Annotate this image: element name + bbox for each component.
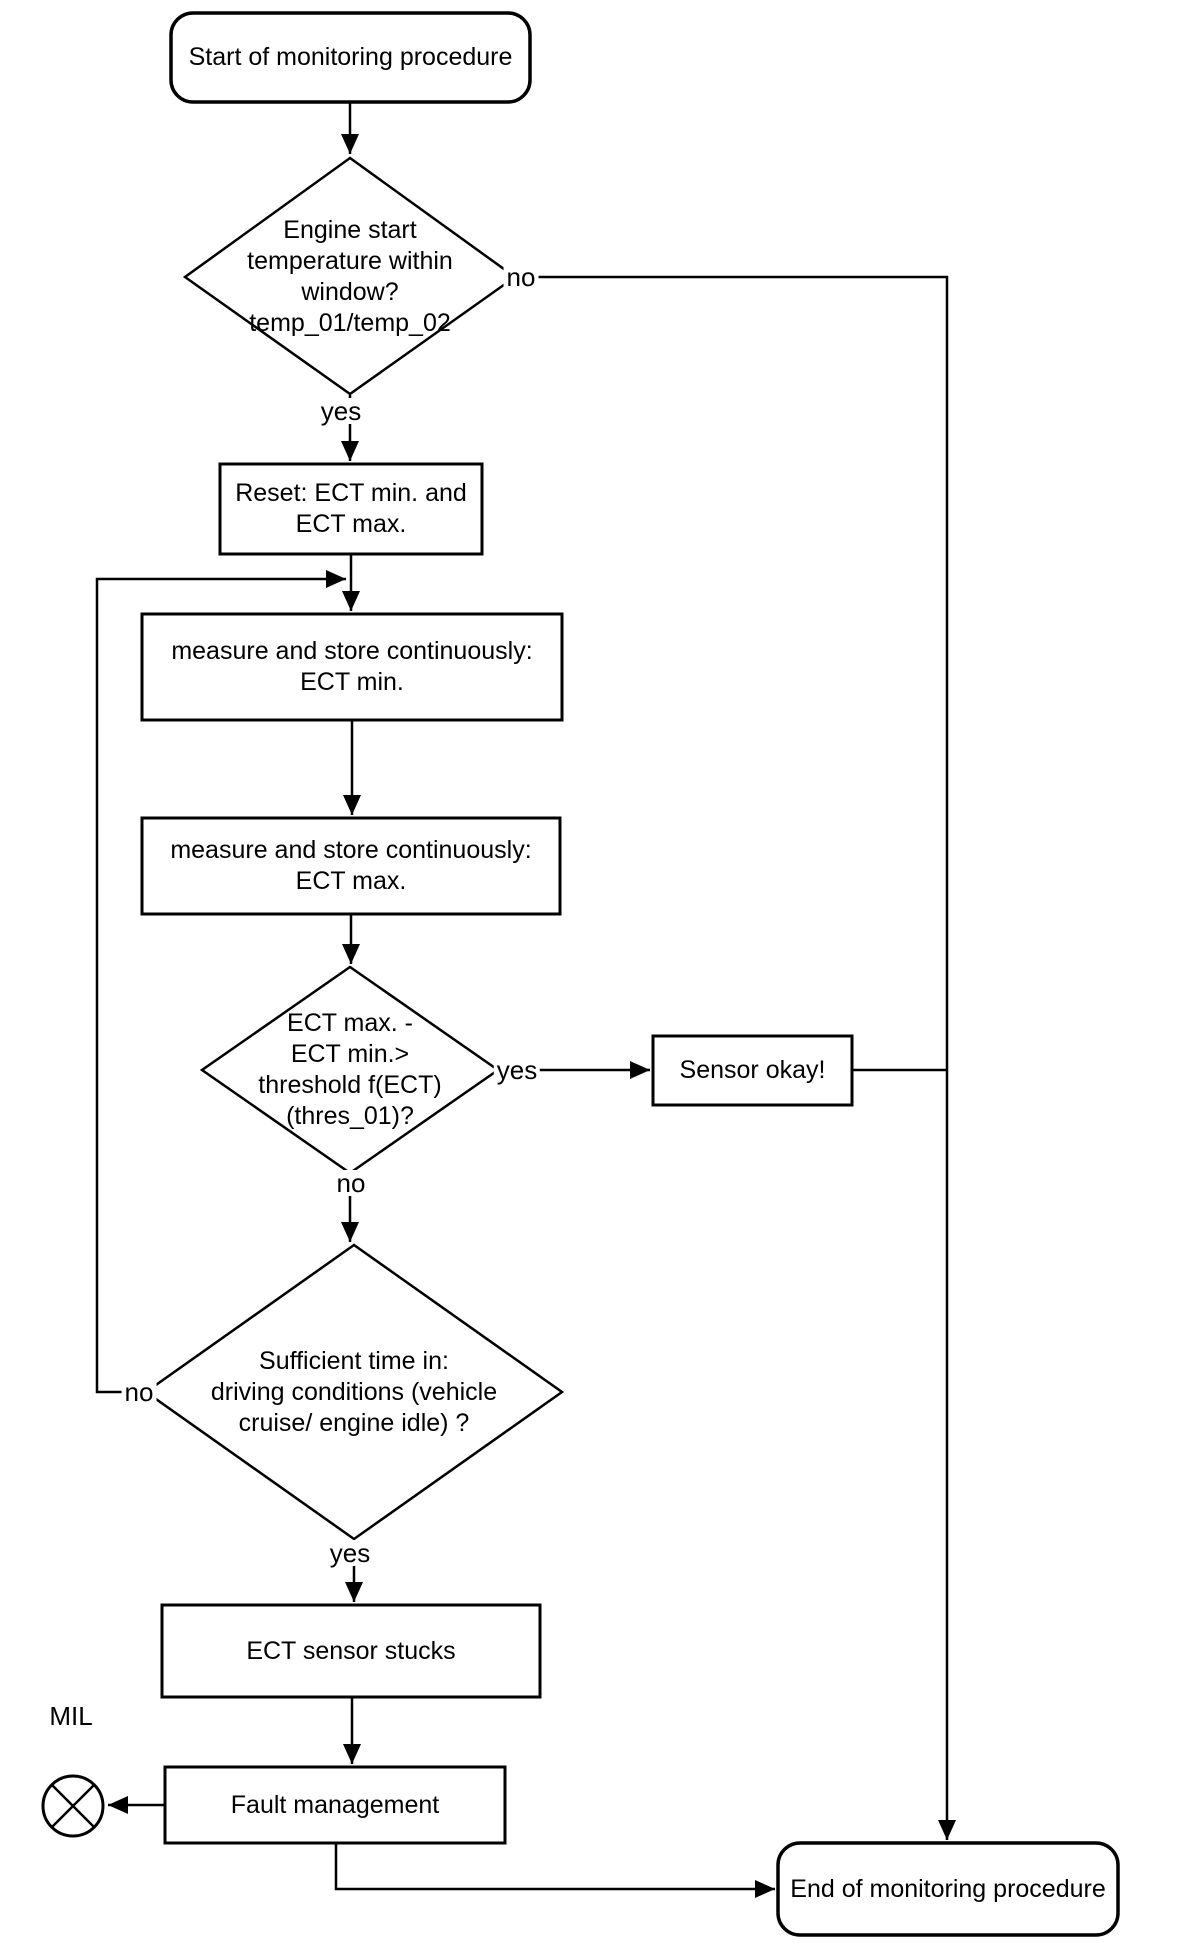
mil-indicator-label: MIL xyxy=(49,1701,93,1731)
engine-temp-decision-label: Engine start temperature within window? … xyxy=(247,216,453,337)
measure-max-node-shape xyxy=(140,816,562,916)
edge-engine-temp-no-to-end xyxy=(516,275,956,1840)
sensor-okay-node-label: Sensor okay! xyxy=(679,1056,826,1084)
sufficient-time-decision-shape xyxy=(143,1243,565,1541)
edge-label-engine-temp-yes: yes xyxy=(317,398,365,424)
mil-lamp-icon xyxy=(41,1774,105,1838)
edge-label-threshold-yes: yes xyxy=(493,1057,541,1083)
end-node-label: End of monitoring procedure xyxy=(790,1874,1106,1903)
sensor-stucks-node-label: ECT sensor stucks xyxy=(246,1636,456,1665)
edge-fault-management-to-end xyxy=(334,1844,775,1898)
edge-sufficient-time-no-feedback-loop xyxy=(95,570,346,1394)
reset-node-shape xyxy=(218,462,484,556)
fault-management-node-shape xyxy=(163,1765,507,1845)
edge-label-sufficient-time-yes: yes xyxy=(326,1540,374,1566)
measure-max-node-label: measure and store continuously: ECT max. xyxy=(170,836,532,895)
measure-min-node-shape xyxy=(140,612,564,722)
sensor-okay-node-shape xyxy=(651,1034,854,1107)
end-node-shape xyxy=(776,1841,1120,1937)
engine-temp-decision-shape xyxy=(182,156,518,396)
sufficient-time-decision-label: Sufficient time in: driving conditions (… xyxy=(210,1346,498,1437)
edge-label-threshold-no: no xyxy=(333,1170,369,1196)
sensor-stucks-node-shape xyxy=(160,1603,542,1699)
start-node-shape xyxy=(169,11,532,104)
fault-management-node-label: Fault management xyxy=(230,1790,440,1819)
edge-label-engine-temp-no: no xyxy=(503,264,539,290)
edge-label-sufficient-time-no: no xyxy=(121,1379,157,1405)
measure-min-node-label: measure and store continuously: ECT min. xyxy=(171,637,533,696)
threshold-decision-label: ECT max. - ECT min.> threshold f(ECT) (t… xyxy=(258,1009,442,1130)
start-node-label: Start of monitoring procedure xyxy=(188,43,513,71)
reset-node-label: Reset: ECT min. and ECT max. xyxy=(235,479,467,538)
